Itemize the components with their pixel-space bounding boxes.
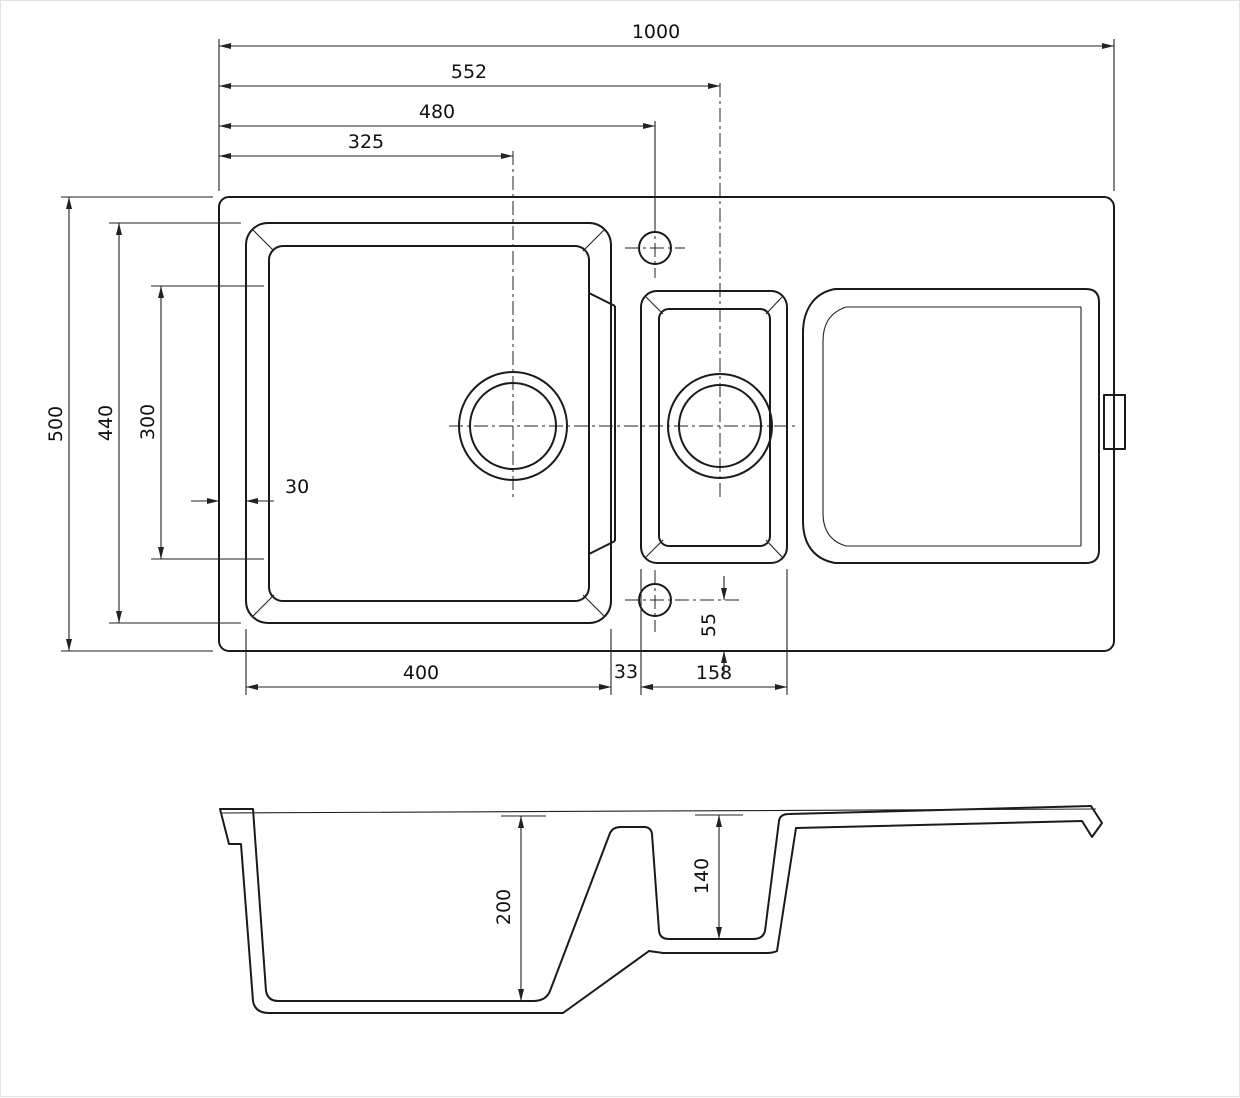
- top-dimensions: 1000 552 480 325: [218, 21, 1115, 229]
- small-bowl: [640, 290, 788, 564]
- main-bowl: [245, 222, 616, 624]
- left-dimensions: 500 440 300 30: [45, 196, 309, 652]
- dim-small-bowl-depth: 140: [691, 858, 713, 894]
- bottom-dimensions: 400 33 158 55: [245, 569, 788, 695]
- tap-hole-bottom: [625, 570, 741, 632]
- section-profile: [219, 805, 1103, 1014]
- dim-edge-to-bowl: 30: [285, 476, 309, 498]
- dim-main-bowl-drain-x: 325: [348, 131, 384, 153]
- dim-bowl-length-outer: 440: [95, 405, 117, 441]
- overflow-outlet: [1103, 394, 1126, 450]
- sink-body-outline: [218, 196, 1115, 652]
- top-view: [218, 83, 1126, 652]
- section-view: 200 140: [219, 805, 1103, 1014]
- dim-overall-width: 1000: [632, 21, 680, 43]
- dim-tap-hole-edge-offset: 55: [698, 613, 720, 637]
- dim-small-bowl-drain-x: 552: [451, 61, 487, 83]
- drainer-board: [802, 288, 1100, 564]
- dim-tap-hole-x: 480: [419, 101, 455, 123]
- dim-bowl-length-inner: 300: [137, 404, 159, 440]
- dim-overall-depth: 500: [45, 406, 67, 442]
- dim-main-bowl-depth: 200: [493, 889, 515, 925]
- dim-divider-width: 33: [614, 661, 638, 683]
- section-back-edge: [219, 808, 1097, 814]
- dim-main-bowl-width: 400: [403, 662, 439, 684]
- dim-small-bowl-width: 158: [696, 662, 732, 684]
